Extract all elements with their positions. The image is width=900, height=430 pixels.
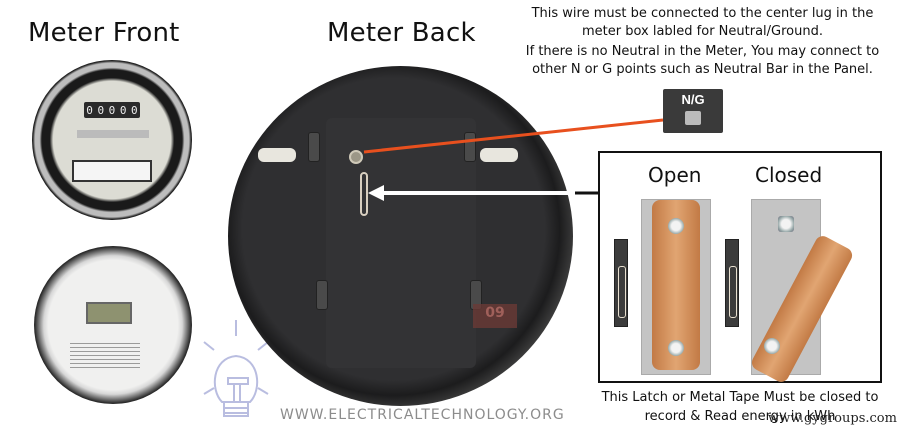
open-clip-image [614, 239, 628, 327]
closed-label: Closed [755, 163, 823, 187]
closed-clip-image [725, 239, 739, 327]
ng-lug [685, 111, 701, 125]
open-label: Open [648, 163, 702, 187]
screw-icon [764, 338, 780, 354]
dial-digit: 0 [86, 103, 93, 117]
closed-plate [749, 199, 855, 385]
meter-prong [308, 132, 320, 162]
analog-meter-image: 0 0 0 0 0 [32, 60, 192, 220]
alternative-neutral-note: If there is no Neutral in the Meter, You… [525, 44, 880, 77]
dial-digit: 0 [108, 103, 116, 117]
analog-dial-window: 0 0 0 0 0 [84, 102, 140, 118]
latch-comparison-panel: Open Closed [598, 151, 882, 385]
screw-icon [668, 218, 684, 234]
neutral-ground-inset: N/G [663, 89, 723, 133]
insulator [258, 148, 296, 162]
meter-front-title: Meter Front [28, 18, 180, 48]
ng-label: N/G [681, 92, 705, 107]
watermark-text: www.gygroups.com [768, 411, 897, 426]
meter-tag-text: 09 [485, 305, 505, 321]
digital-nameplate-text [70, 340, 140, 370]
open-plate [641, 199, 711, 375]
footer-url: WWW.ELECTRICALTECHNOLOGY.ORG [280, 407, 565, 423]
ground-lug [349, 150, 363, 164]
lcd-display [86, 302, 132, 324]
latch-caption: This Latch or Metal Tape Must be closed … [601, 390, 879, 424]
digital-meter-image [34, 246, 192, 404]
insulator [480, 148, 518, 162]
analog-brand-label [77, 130, 149, 138]
closed-copper-latch [749, 233, 855, 385]
meter-back-image: 09 [228, 66, 573, 406]
meter-prong [464, 132, 476, 162]
dial-digit: 0 [119, 103, 127, 117]
dial-digit: 0 [131, 103, 138, 117]
meter-latch [360, 172, 368, 216]
meter-prong [316, 280, 328, 310]
analog-nameplate [72, 160, 152, 182]
neutral-wire-note: This wire must be connected to the cente… [531, 6, 874, 39]
dial-digit: 0 [97, 103, 105, 117]
meter-tag [473, 304, 517, 328]
screw-icon [778, 216, 794, 232]
meter-back-title: Meter Back [327, 18, 476, 48]
screw-icon [668, 340, 684, 356]
